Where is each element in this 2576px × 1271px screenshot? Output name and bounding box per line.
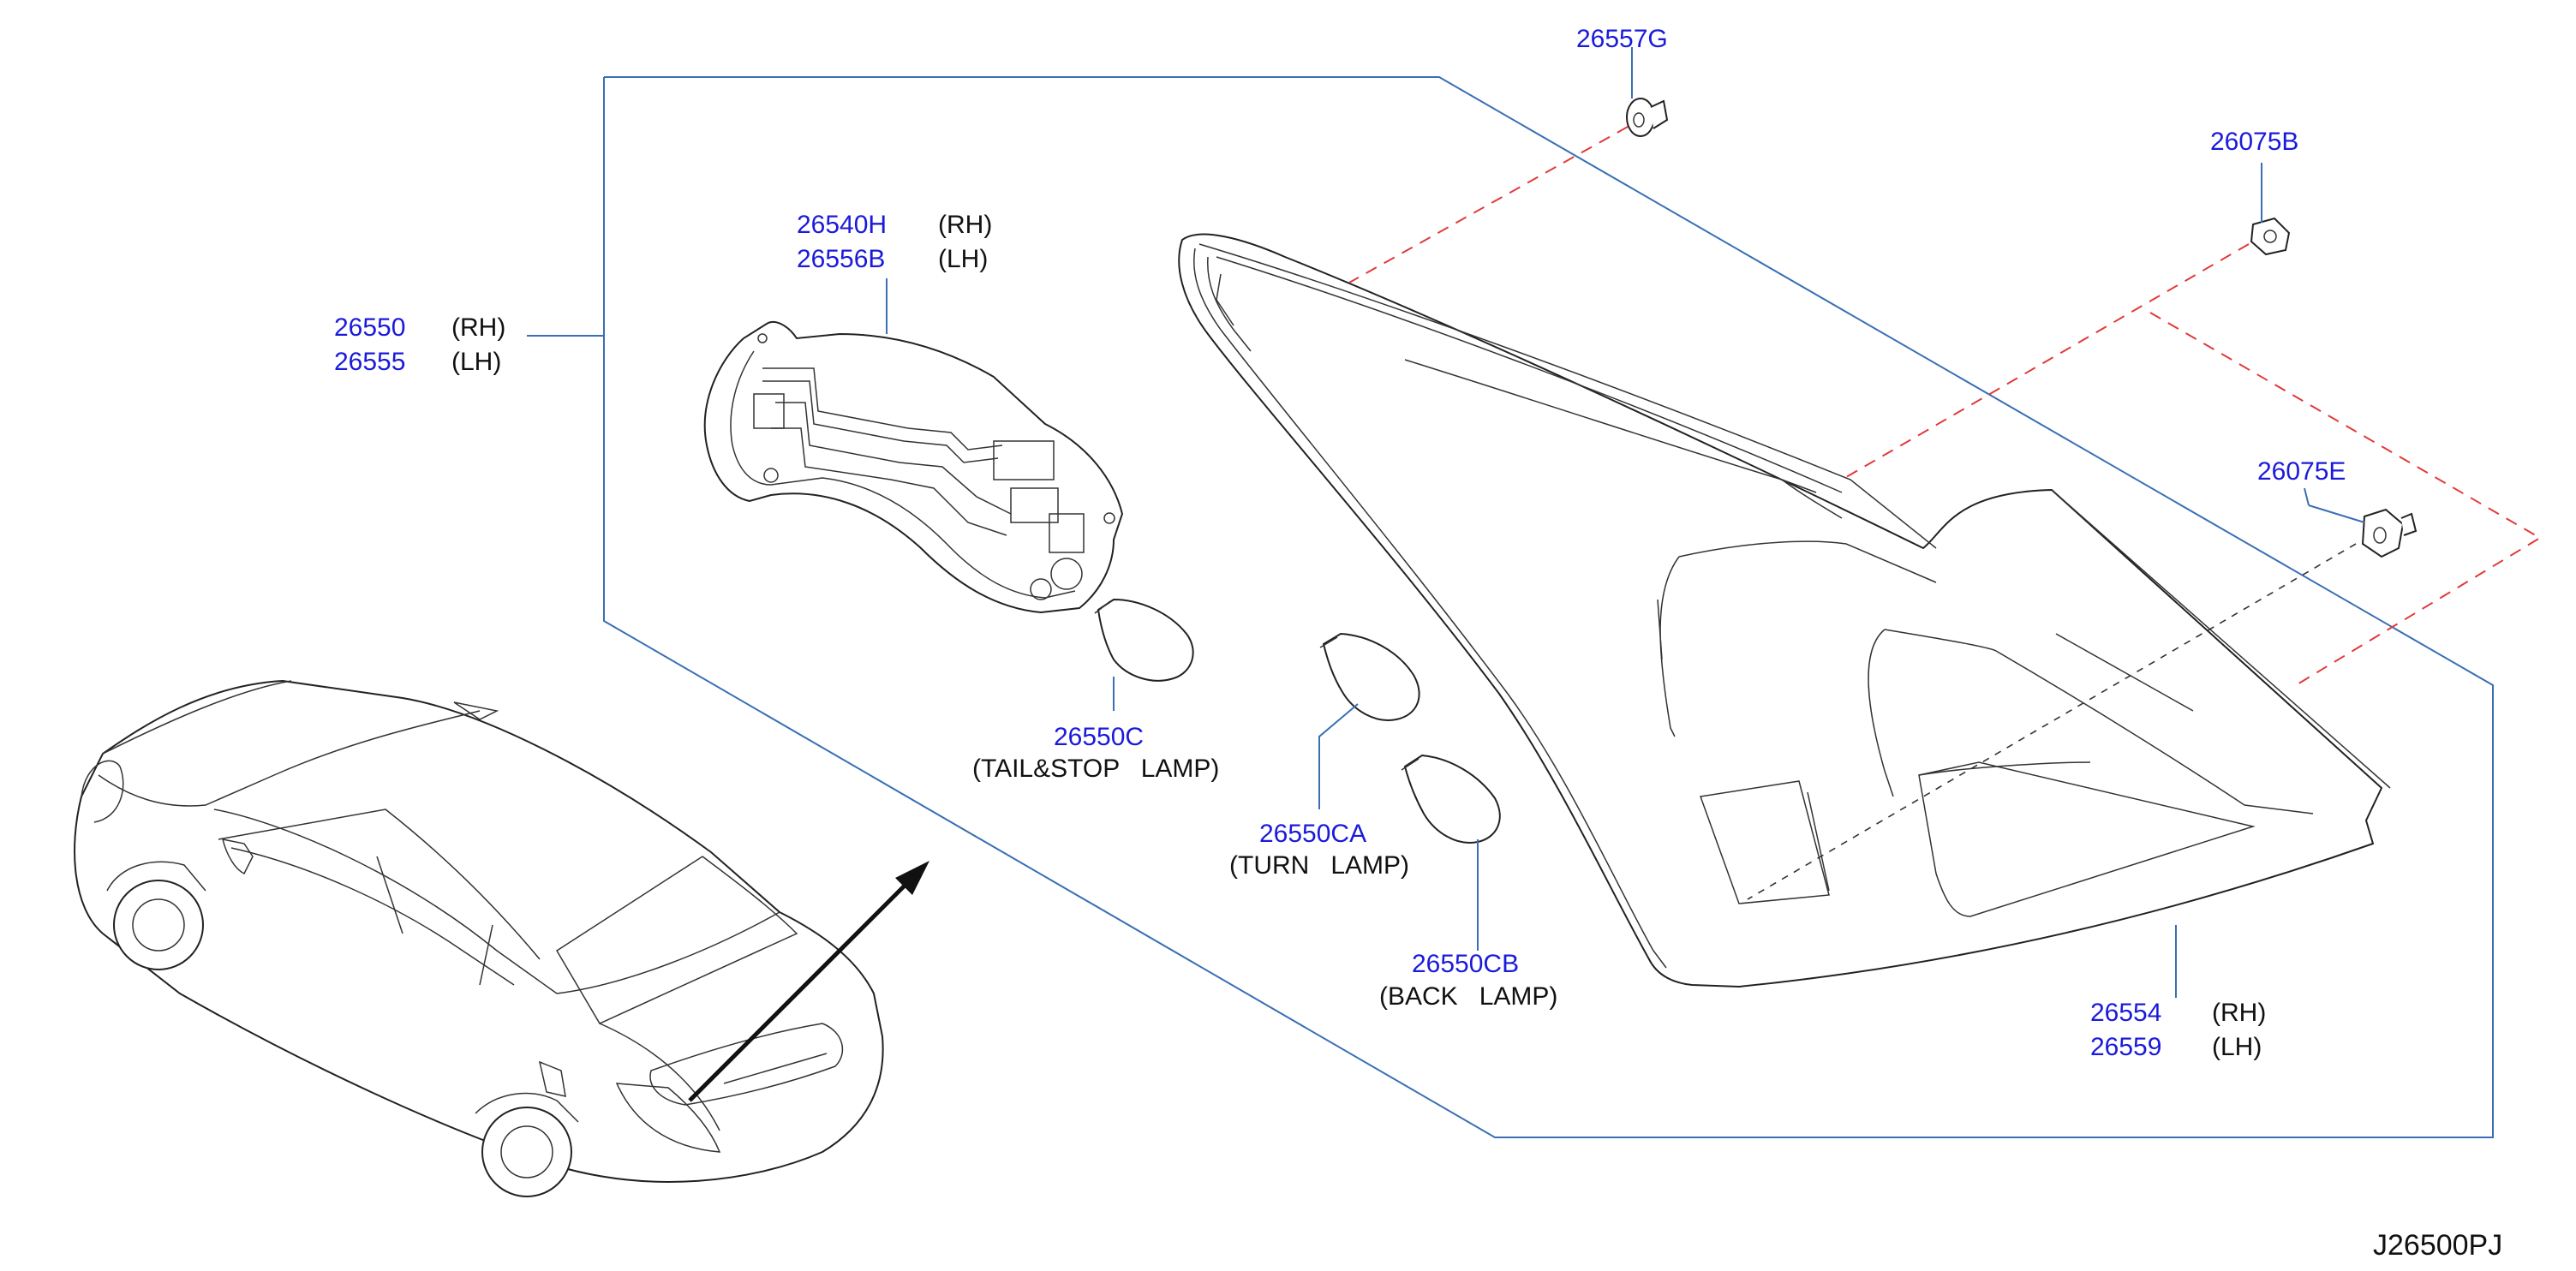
part-number-26075e[interactable]: 26075E (2257, 457, 2346, 486)
side-label-26540h: (RH) (938, 211, 992, 239)
back-bulb (1401, 754, 1501, 844)
rear-combination-lamp (1178, 233, 2391, 988)
part-number-26554[interactable]: 26554 (2090, 999, 2161, 1027)
assembly-dashed-lines (1348, 126, 2542, 900)
side-label-26555: (LH) (451, 348, 501, 376)
turn-bulb (1319, 632, 1420, 721)
part-number-26075b[interactable]: 26075B (2210, 128, 2298, 156)
side-label-26559: (LH) (2212, 1033, 2262, 1061)
nut-26075b (2250, 217, 2291, 256)
part-desc-26550ca: (TURN LAMP) (1229, 851, 1409, 880)
clip-26557g (1626, 98, 1669, 137)
diagram-code: J26500PJ (2373, 1229, 2502, 1262)
arrow-head-icon (895, 861, 929, 895)
side-label-26554: (RH) (2212, 999, 2266, 1027)
clip-26075e (2361, 508, 2418, 558)
part-number-26556b[interactable]: 26556B (797, 245, 885, 273)
socket-harness-assembly (703, 321, 1124, 614)
tail-stop-bulb (1094, 598, 1194, 682)
part-number-26557g[interactable]: 26557G (1576, 25, 1668, 53)
part-desc-26550c: (TAIL&STOP LAMP) (972, 755, 1219, 783)
assembly-bracket (527, 76, 2494, 1138)
part-labels: 26557G 26075B 26075E 26540H (RH) 26556B … (334, 25, 2502, 1262)
vehicle-outline (74, 679, 929, 1197)
side-label-26556b: (LH) (938, 245, 988, 273)
part-number-26550ca[interactable]: 26550CA (1259, 820, 1366, 848)
part-number-26550[interactable]: 26550 (334, 313, 405, 342)
side-label-26550: (RH) (451, 313, 505, 342)
part-number-26550c[interactable]: 26550C (1054, 723, 1144, 751)
part-desc-26550cb: (BACK LAMP) (1379, 982, 1557, 1011)
part-number-26555[interactable]: 26555 (334, 348, 405, 376)
part-number-26559[interactable]: 26559 (2090, 1033, 2161, 1061)
part-number-26550cb[interactable]: 26550CB (1412, 950, 1519, 978)
part-number-26540h[interactable]: 26540H (797, 211, 887, 239)
leader-lines (886, 47, 2365, 998)
